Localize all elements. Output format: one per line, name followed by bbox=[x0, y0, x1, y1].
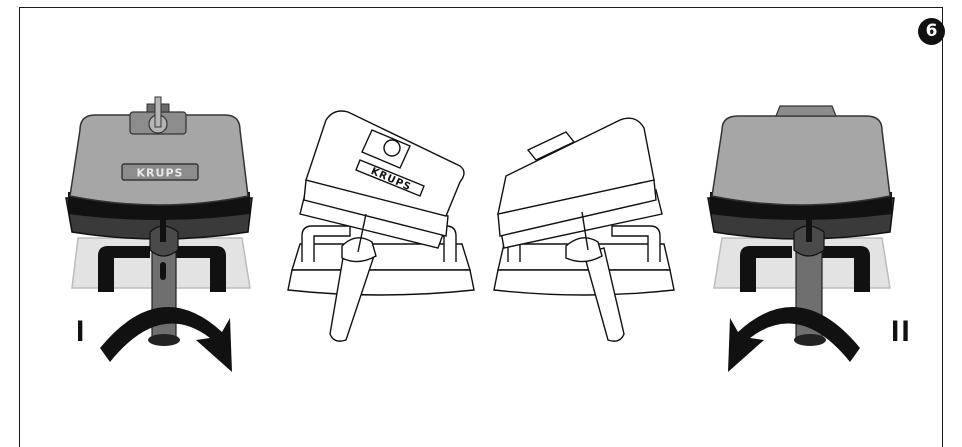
waffle-maker-figure-4 bbox=[707, 105, 895, 372]
illustration-frame bbox=[19, 7, 943, 447]
step-number-badge: 6 bbox=[918, 18, 945, 45]
rotation-label-i: I bbox=[76, 315, 87, 348]
waffle-maker-figure-3 bbox=[493, 117, 675, 342]
brand-label-1: KRUPS bbox=[137, 167, 184, 180]
waffle-maker-figure-1: KRUPS bbox=[65, 96, 253, 372]
waffle-maker-rotation-diagram: KRUPS KRUPS bbox=[65, 96, 895, 372]
rotation-label-ii: II bbox=[891, 315, 912, 348]
waffle-maker-figure-2: KRUPS bbox=[287, 110, 475, 342]
